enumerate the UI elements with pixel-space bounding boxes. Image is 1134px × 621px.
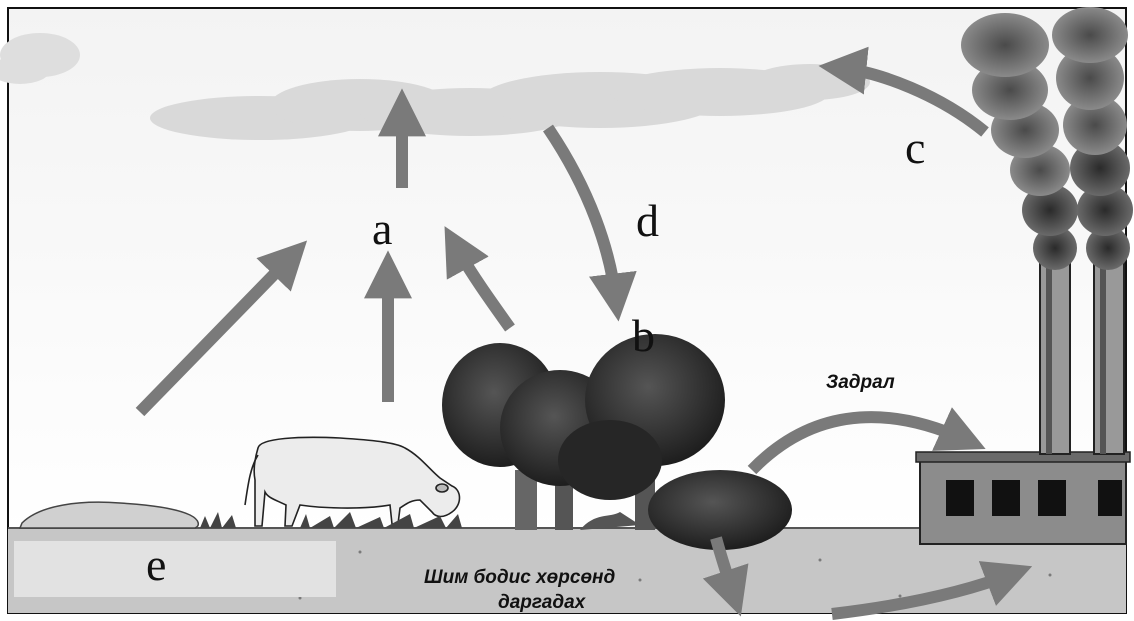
caption-decay: Задрал bbox=[826, 372, 895, 393]
cloud-left bbox=[0, 33, 80, 84]
label-d: d bbox=[636, 195, 659, 246]
arrow-trees-to-a bbox=[444, 226, 515, 332]
arrow-dead-to-a bbox=[135, 240, 308, 417]
arrow-soil-to-factory bbox=[831, 561, 1033, 620]
grass bbox=[200, 512, 462, 528]
caption-soil-line2: даргадах bbox=[498, 592, 586, 613]
arrow-tree-to-soil bbox=[702, 536, 749, 617]
dead-animal bbox=[18, 501, 199, 529]
arrows bbox=[135, 46, 1033, 620]
factory bbox=[915, 261, 1131, 545]
trees bbox=[442, 334, 792, 550]
buried-layer bbox=[14, 541, 336, 597]
label-c: c bbox=[905, 122, 926, 173]
label-e: e bbox=[146, 539, 167, 590]
smoke bbox=[961, 7, 1133, 270]
caption-soil-line1: Шим бодис хөрсөнд bbox=[424, 567, 616, 588]
arrow-smoke-to-cloud bbox=[818, 46, 989, 137]
label-b: b bbox=[632, 310, 655, 361]
arrow-cloud-to-b bbox=[543, 124, 637, 322]
cow bbox=[244, 436, 461, 527]
arrow-decay-to-factory bbox=[747, 407, 986, 475]
label-a: a bbox=[372, 203, 393, 254]
